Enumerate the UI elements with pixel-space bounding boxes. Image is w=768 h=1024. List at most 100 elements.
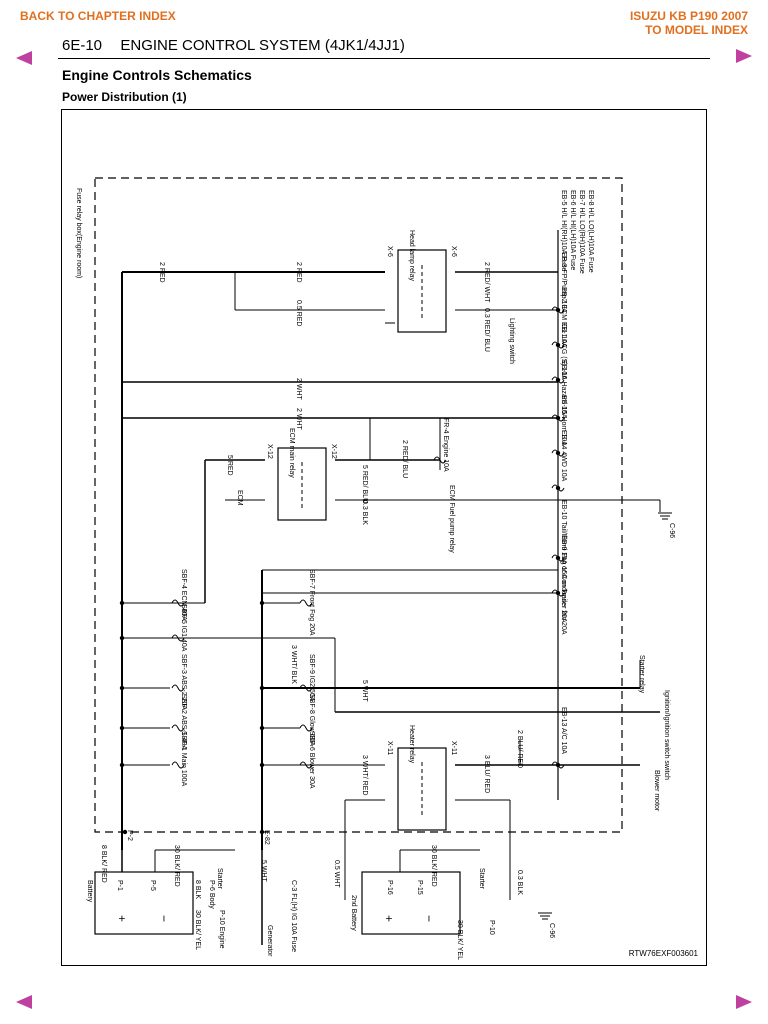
fuse-sbf-6: [299, 761, 313, 769]
battery-second: [361, 871, 461, 935]
gnd-wire-2-label: 0.3 BLK: [516, 870, 523, 895]
fuse-label-eb-15: EB-15 Horn 10A: [560, 395, 567, 446]
fuse-sbf-3: [171, 684, 185, 692]
battery-main-neg: P-5: [149, 880, 156, 891]
wire-label-3: 0.3 RED/ BLU: [483, 308, 490, 352]
headlamp-fuse-0: EB-5 H/L HI(RH)10A Fuse: [560, 190, 567, 272]
ground-label-1: C-96: [548, 923, 555, 938]
battery-second-plus: +: [382, 915, 396, 922]
fusible-link-label: C-3 FL(H) IG 10A Fuse: [290, 880, 297, 952]
fuse-label-eb-14: EB-14 4WD 10A: [560, 430, 567, 482]
section-subtitle: Power Distribution (1): [62, 90, 187, 104]
battery-second-gnd-wire: 30 BLK/ YEL: [456, 920, 463, 960]
fuse-label-sbf-3: SBF-3 ABS-2 20A: [180, 654, 187, 710]
fuse-sbf-9: [299, 684, 313, 692]
destination-label-3: Starter relay: [638, 655, 645, 694]
junction-dot: [259, 600, 265, 606]
junction-dot: [119, 635, 125, 641]
battery-second-pos: P-16: [386, 880, 393, 895]
destination-label-5: Blower motor: [653, 770, 660, 812]
destination-label-7: Starter: [216, 868, 223, 890]
wire-label-13: 3 WHT/ RED: [361, 755, 368, 795]
wire-label-8: 5 RED/ BLU: [361, 465, 368, 503]
destination-label-0: Lighting switch: [508, 318, 515, 364]
wire-label-1: 2 RED: [295, 262, 302, 283]
junction-dot: [119, 685, 125, 691]
junction-dot: [259, 829, 265, 835]
destination-label-8: Starter: [478, 868, 485, 890]
battery-main-gnd1: P-10 Engine: [218, 910, 225, 949]
junction-dot: [555, 377, 561, 383]
battery-main-plus: +: [115, 915, 129, 922]
head-lamp-relay: [397, 249, 447, 333]
fuse-label-sbf-4: SBF-4 ECM 40A: [180, 569, 187, 621]
headlamp-fuse-2: EB-7 H/L LO(RH)10A Fuse: [578, 190, 585, 274]
battery-main-gnd-wire: 30 BLK/ YEL: [194, 910, 201, 950]
relay-conn-left-2: X-11: [386, 741, 393, 755]
fuse-fr4: [433, 456, 447, 464]
wire-label-9: 2 RED/ BLU: [401, 440, 408, 478]
page-header: 6E-10 ENGINE CONTROL SYSTEM (4JK1/4JJ1): [62, 37, 405, 54]
wire-label-14: 3 BLU/ RED: [483, 755, 490, 793]
arrow-bottom-left-icon[interactable]: [16, 995, 32, 1009]
fuse-label-sbf-6: SBF-6 Blower 30A: [308, 731, 315, 789]
wire-label-12: 5 WHT: [361, 680, 368, 703]
header-rule: [58, 58, 710, 59]
junction-dot: [259, 685, 265, 691]
fuse-sbf-5: [171, 634, 185, 642]
fuse-sbf-2: [171, 724, 185, 732]
fuse-label-fr4: FR-4 Engine 10A: [442, 418, 449, 472]
junction-dot: [259, 762, 265, 768]
fuse-label-eb-3: EB-3 FP/Pump 10A: [560, 252, 567, 313]
arrow-bottom-right-icon[interactable]: [736, 995, 752, 1009]
headlamp-fuse-list: [557, 188, 647, 288]
fuse-sbf-8: [299, 724, 313, 732]
junction-dot: [119, 762, 125, 768]
battery-main-neg-wire: 8 BLK: [194, 880, 201, 899]
fuse-label-sbf-2: SBF-2 ABS-1 40A: [180, 694, 187, 750]
ground-label-0: C-96: [668, 523, 675, 538]
relay-label-1: ECM main relay: [288, 428, 295, 478]
wire-label-17: 0.5 WHT: [333, 860, 340, 888]
page-title: ENGINE CONTROL SYSTEM (4JK1/4JJ1): [120, 37, 405, 54]
to-model-index-link[interactable]: TO MODEL INDEX: [645, 23, 748, 37]
figure-id: RTW76EXF003601: [628, 949, 698, 958]
junction-dot: [555, 590, 561, 596]
junction-dot: [555, 307, 561, 313]
connector-label-1: E-82: [263, 830, 270, 845]
destination-label-4: Ignition/Ignition switch switch: [663, 690, 670, 780]
relay-conn-right-1: X-12: [330, 444, 337, 459]
fuse-label-sbf-5: SBF-5 IG1 40A: [180, 604, 187, 652]
junction-dot: [555, 342, 561, 348]
destination-label-1: ECM: [236, 490, 243, 506]
wire-label-5: 2 WHT: [295, 378, 302, 401]
junction-dot: [555, 762, 561, 768]
ecm-main-relay: [277, 447, 327, 521]
wire-label-16: 5 WHT: [260, 860, 267, 883]
battery-second-gnd1: P-10: [488, 920, 495, 935]
junction-dot: [122, 829, 128, 835]
prev-page-arrow-icon[interactable]: [16, 51, 32, 65]
fuse-sbf-7: [299, 599, 313, 607]
relay-conn-right-0: X-6: [450, 246, 457, 257]
back-to-chapter-link[interactable]: BACK TO CHAPTER INDEX: [20, 9, 176, 23]
junction-dot: [119, 725, 125, 731]
fuse-label-sbf-9: SBF-9 IG2 50A: [308, 654, 315, 702]
wire-label-11: 3 WHT/ BLK: [290, 645, 297, 684]
battery-second-minus: −: [422, 915, 436, 922]
relay-conn-right-2: X-11: [450, 741, 457, 755]
wire-label-4: 2 RED/ WHT: [483, 262, 490, 303]
fuse-label-sbf-1: SBF-1 Main 100A: [180, 731, 187, 787]
destination-label-2: ECM Fuel pump relay: [448, 485, 455, 553]
fuse-label-sbf-7: SBF-7 Front Fog 20A: [308, 569, 315, 636]
next-page-arrow-icon[interactable]: [736, 49, 752, 63]
battery-main-pos-wire: 8 BLK/ RED: [100, 845, 107, 883]
junction-dot: [555, 485, 561, 491]
diagram-frame: [61, 109, 707, 966]
fuse-box-label: Fuse relay box(Engine room): [75, 188, 82, 279]
battery-main-minus: −: [157, 915, 171, 922]
wire-label-7: 5 RED: [226, 455, 233, 476]
wire-label-10: 0.3 BLK: [361, 500, 368, 525]
battery-main-start-wire: 30 BLK/ RED: [173, 845, 180, 887]
wire-label-0: 2 RED: [158, 262, 165, 283]
